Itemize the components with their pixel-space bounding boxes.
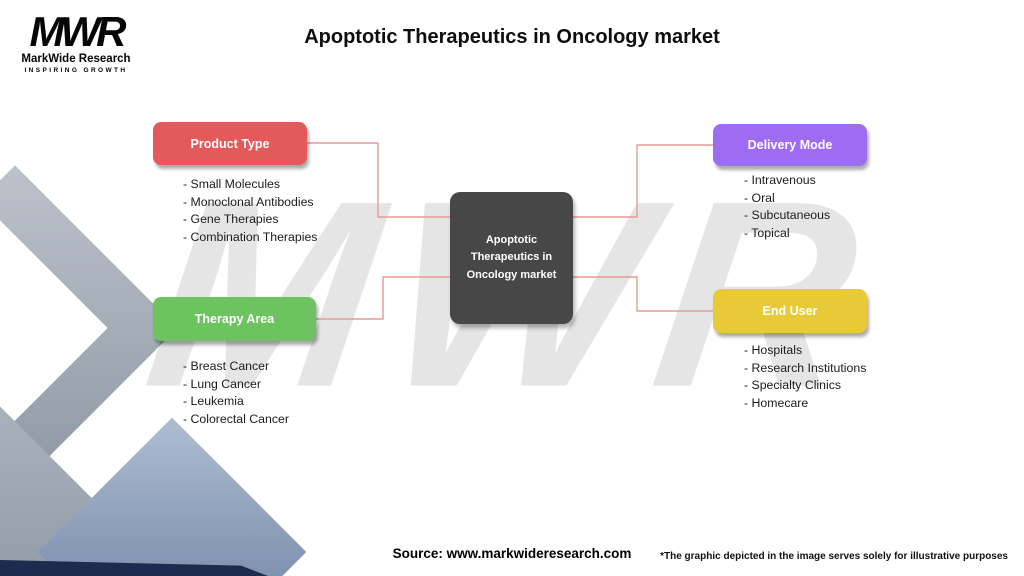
category-item: - Lung Cancer [183, 376, 261, 391]
category-items-delivery-mode: - Intravenous - Oral - Subcutaneous - To… [713, 172, 867, 242]
category-item: - Intravenous [744, 173, 816, 187]
category-item: - Breast Cancer [183, 359, 270, 373]
category-delivery-mode: Delivery Mode - Intravenous - Oral - Sub… [713, 124, 867, 242]
category-item: - Gene Therapies [183, 212, 279, 226]
logo: MWR MarkWide Research Inspiring Growth [20, 8, 132, 74]
category-label: End User [762, 304, 818, 318]
category-label: Therapy Area [194, 312, 275, 326]
category-header-product-type: Product Type [153, 122, 307, 165]
logo-name: MarkWide Research [21, 52, 131, 65]
center-node-label: Apoptotic Therapeutics in Oncology marke… [466, 234, 557, 281]
category-item: - Small Molecules [183, 177, 281, 191]
category-items-therapy-area: - Breast Cancer - Lung Cancer - Leukemia… [153, 358, 316, 428]
category-item: - Combination Therapies [183, 229, 318, 244]
center-node: Apoptotic Therapeutics in Oncology marke… [450, 192, 573, 324]
category-item: - Homecare [744, 395, 809, 410]
category-items-end-user: - Hospitals - Research Institutions - Sp… [713, 342, 867, 412]
category-item: - Hospitals [744, 343, 803, 357]
category-product-type: Product Type - Small Molecules - Monoclo… [153, 122, 317, 246]
category-header-end-user: End User [713, 289, 867, 333]
category-header-therapy-area: Therapy Area [153, 297, 316, 341]
category-label: Product Type [190, 136, 270, 151]
source-text: Source: www.markwideresearch.com [392, 546, 632, 561]
category-end-user: End User - Hospitals - Research Institut… [713, 289, 867, 412]
category-item: - Leukemia [183, 394, 244, 408]
category-header-delivery-mode: Delivery Mode [713, 124, 867, 166]
category-therapy-area: Therapy Area - Breast Cancer - Lung Canc… [153, 297, 316, 428]
logo-tagline: Inspiring Growth [24, 66, 128, 74]
category-item: - Monoclonal Antibodies [183, 194, 314, 209]
category-label: Delivery Mode [747, 138, 833, 152]
category-item: - Specialty Clinics [744, 378, 842, 392]
category-item: - Colorectal Cancer [183, 411, 289, 426]
category-item: - Oral [744, 190, 775, 205]
disclaimer-text: *The graphic depicted in the image serve… [660, 551, 1008, 562]
page-title: Apoptotic Therapeutics in Oncology marke… [304, 26, 720, 48]
category-items-product-type: - Small Molecules - Monoclonal Antibodie… [153, 176, 317, 246]
category-item: - Subcutaneous [744, 208, 831, 222]
category-item: - Topical [744, 225, 790, 240]
category-item: - Research Institutions [744, 360, 867, 375]
logo-acronym: MWR [29, 8, 127, 55]
